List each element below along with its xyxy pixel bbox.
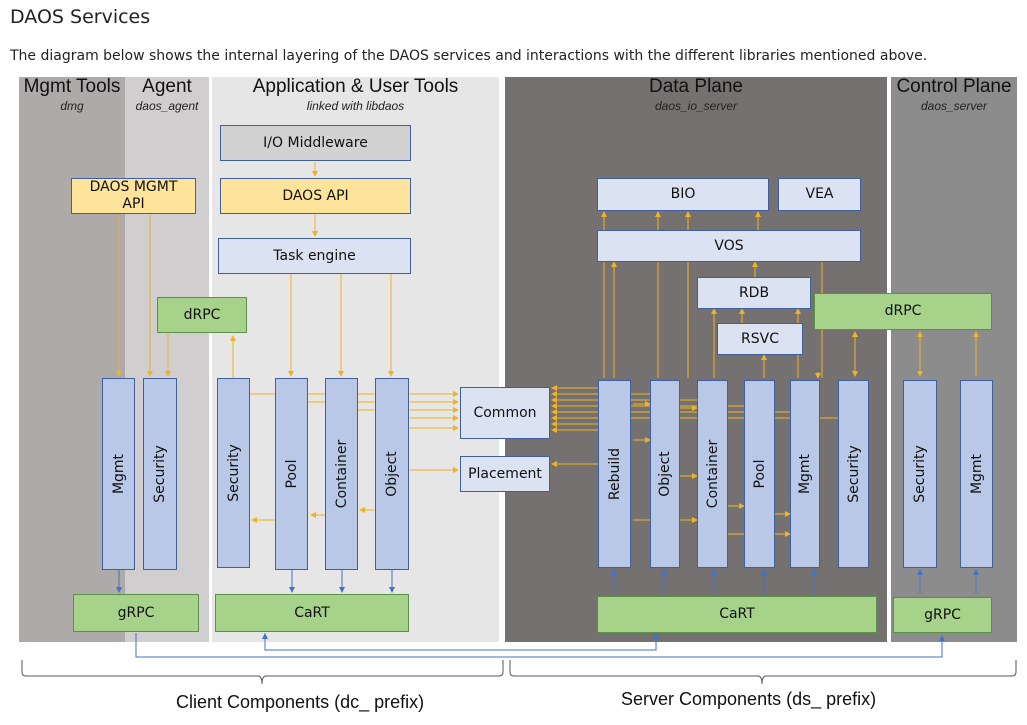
server-object-column: Object (650, 380, 680, 568)
region-data-plane: Data Plane daos_io_server (505, 76, 887, 642)
client-container-column: Container (325, 378, 358, 570)
io-middleware-box: I/O Middleware (220, 125, 411, 161)
region-agent-subtitle: daos_agent (135, 99, 199, 113)
client-pool-column: Pool (275, 378, 308, 570)
braces (21, 660, 1017, 685)
client-grpc-box: gRPC (73, 594, 199, 632)
region-control-plane-title: Control Plane (896, 76, 1012, 97)
client-pool-label: Pool (283, 459, 300, 489)
client-security-label: Security (225, 444, 242, 502)
control-mgmt-label: Mgmt (968, 453, 985, 495)
vea-box: VEA (778, 178, 861, 211)
agent-security-label: Security (152, 445, 168, 503)
common-box: Common (460, 387, 550, 439)
region-app-tools-title: Application & User Tools (252, 76, 459, 97)
server-mgmt-column: Mgmt (790, 380, 820, 568)
vos-box: VOS (597, 230, 861, 262)
client-mgmt-column: Mgmt (102, 378, 135, 570)
server-cart-box: CaRT (597, 596, 877, 633)
control-mgmt-column: Mgmt (960, 380, 993, 568)
region-app-tools-subtitle: linked with libdaos (306, 99, 405, 113)
server-object-label: Object (657, 451, 673, 497)
region-mgmt-tools-title: Mgmt Tools (23, 76, 121, 97)
agent-security-column: Security (143, 378, 177, 570)
control-grpc-box: gRPC (893, 597, 992, 633)
daos-api-box: DAOS API (220, 178, 411, 214)
region-agent-title: Agent (142, 76, 192, 97)
control-security-label: Security (912, 445, 928, 503)
region-data-plane-subtitle: daos_io_server (654, 99, 738, 113)
task-engine-box: Task engine (218, 238, 411, 274)
region-data-plane-title: Data Plane (648, 76, 743, 97)
client-security-column: Security (217, 378, 250, 568)
client-container-label: Container (333, 439, 350, 509)
region-mgmt-tools-subtitle: dmg (60, 99, 84, 113)
server-components-caption: Server Components (ds_ prefix) (621, 689, 877, 709)
server-pool-label: Pool (751, 459, 768, 489)
server-security-label: Security (845, 445, 862, 503)
server-security-column: Security (838, 380, 869, 568)
client-components-caption: Client Components (dc_ prefix) (176, 692, 425, 712)
region-agent: Agent daos_agent (125, 76, 209, 642)
client-object-label: Object (384, 451, 400, 497)
rdb-box: RDB (697, 277, 811, 309)
client-mgmt-label: Mgmt (110, 453, 127, 495)
client-drpc-box: dRPC (157, 297, 247, 333)
rsvc-box: RSVC (717, 323, 803, 355)
server-pool-column: Pool (744, 380, 775, 568)
server-container-column: Container (697, 380, 728, 568)
region-control-plane: Control Plane daos_server (891, 76, 1017, 642)
server-container-label: Container (704, 439, 721, 509)
page-title: DAOS Services (10, 6, 151, 28)
server-drpc-box: dRPC (814, 293, 992, 330)
server-rebuild-column: Rebuild (598, 380, 631, 568)
server-mgmt-label: Mgmt (797, 453, 813, 495)
client-object-column: Object (375, 378, 409, 570)
daos-mgmt-api-box: DAOS MGMT API (71, 178, 196, 214)
region-control-plane-subtitle: daos_server (920, 99, 988, 113)
client-cart-box: CaRT (215, 594, 409, 632)
server-rebuild-label: Rebuild (606, 447, 623, 501)
intro-text: The diagram below shows the internal lay… (10, 48, 928, 64)
placement-box: Placement (460, 456, 550, 492)
bio-box: BIO (597, 178, 769, 211)
control-security-column: Security (903, 380, 937, 568)
region-mgmt-tools: Mgmt Tools dmg (19, 76, 125, 642)
